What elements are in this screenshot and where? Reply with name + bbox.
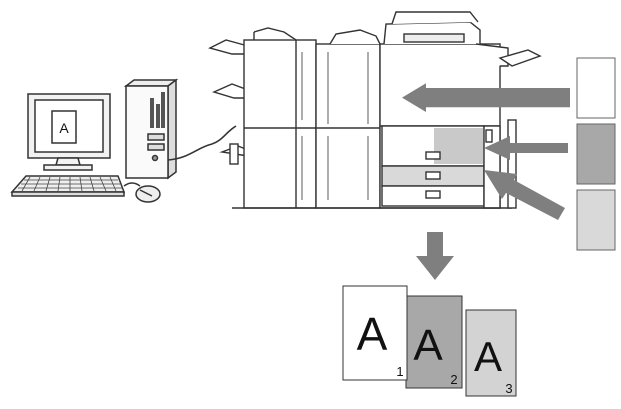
arrow-feed-bottom (484, 170, 565, 220)
output-trays (208, 39, 249, 165)
output-stack: A 3 A 2 A 1 (342, 285, 517, 397)
output-page-3: A 3 (465, 309, 517, 397)
drawer-highlight (434, 128, 484, 164)
output-page-2: A 2 (405, 295, 463, 389)
multifunction-printer (208, 11, 542, 209)
page-1-letter: A (357, 308, 388, 360)
arrow-feed-top (402, 83, 570, 112)
output-page-1: A 1 (342, 285, 408, 381)
mouse (123, 182, 161, 203)
monitor: A (27, 93, 111, 171)
middle-unit (315, 43, 381, 209)
monitor-document-letter: A (59, 120, 69, 136)
paper-source-white (576, 57, 616, 119)
arrow-feed-middle (484, 136, 568, 160)
feed-arrows (402, 83, 570, 220)
keyboard (10, 175, 126, 197)
page-3-letter: A (474, 333, 502, 380)
paper-source-gray (576, 123, 616, 185)
page-1-number: 1 (396, 364, 403, 379)
arrow-output-down (416, 232, 454, 280)
paper-sources (576, 57, 616, 251)
page-2-number: 2 (450, 372, 457, 387)
connection-cable (167, 125, 237, 161)
computer: A (10, 78, 179, 203)
page-2-letter: A (413, 321, 443, 370)
page-3-number: 3 (505, 381, 512, 396)
tower-pc (123, 78, 179, 180)
paper-source-light-gray (576, 189, 616, 251)
finisher-cabinet (243, 39, 317, 209)
